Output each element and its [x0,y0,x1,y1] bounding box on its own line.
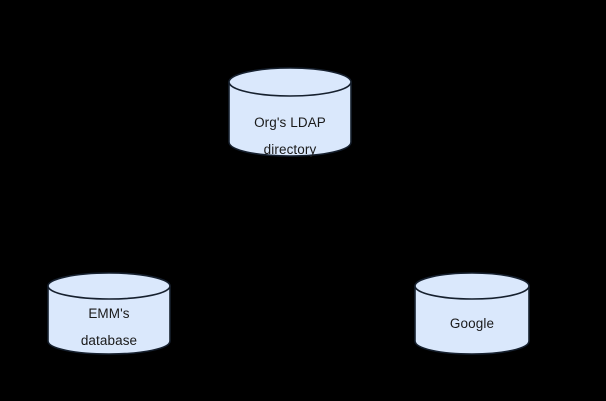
database-node-ldap[interactable]: Org's LDAP directory [228,67,352,157]
database-cylinder-icon [47,272,171,355]
database-cylinder-icon [414,272,530,355]
database-cylinder-icon [228,67,352,157]
database-node-google[interactable]: Google [414,272,530,355]
database-node-emm[interactable]: EMM's database [47,272,171,355]
